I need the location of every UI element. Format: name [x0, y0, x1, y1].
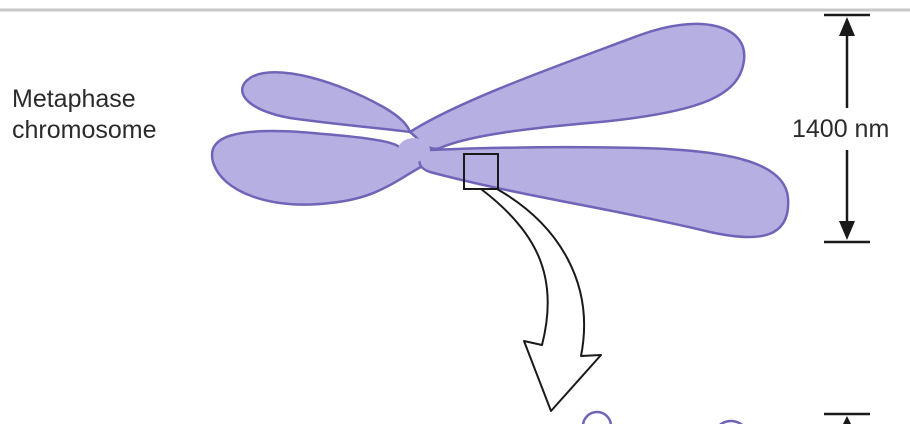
- chromatid-arm-upper-right: [410, 24, 744, 149]
- chromosome-label-line2: chromosome: [12, 115, 157, 146]
- chromatid-arm-lower-right: [419, 147, 788, 237]
- zoom-arrow: [481, 189, 601, 411]
- nucleosome-fragment: [583, 412, 611, 424]
- next-panel-fragments: [583, 412, 870, 424]
- chromatid-arm-lower-left: [212, 131, 430, 204]
- dimension-label: 1400 nm: [790, 114, 891, 145]
- dimension-arrowhead-up-2: [840, 416, 854, 424]
- chromosome-label-line1: Metaphase: [12, 84, 136, 115]
- dimension-arrowhead-down: [839, 221, 855, 240]
- chromatid-arm-upper-left: [242, 72, 410, 132]
- centromere: [398, 138, 430, 162]
- dimension-arrowhead-up: [839, 17, 855, 36]
